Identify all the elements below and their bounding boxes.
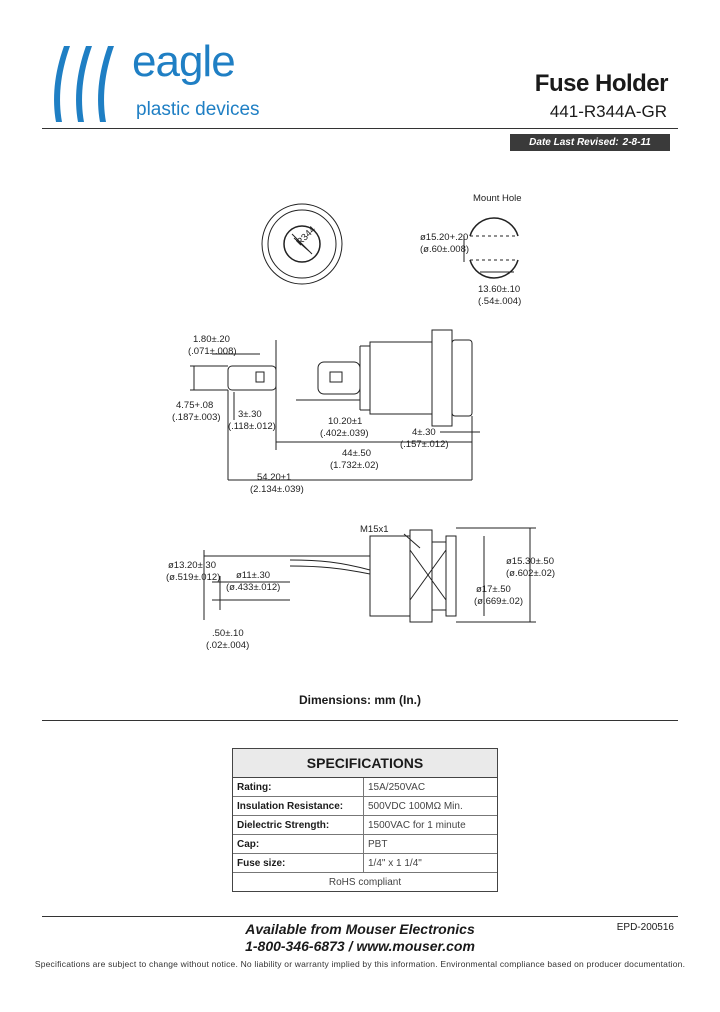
dim-3-mm: 3±.30 xyxy=(238,409,262,420)
spec-label: Insulation Resistance: xyxy=(233,797,364,815)
spec-row: Cap: PBT xyxy=(233,835,497,854)
spec-value: PBT xyxy=(368,838,388,850)
holder-section-view xyxy=(203,527,536,623)
specifications-table: SPECIFICATIONS Rating: 15A/250VAC Insula… xyxy=(232,748,498,892)
dim-8-in: (ø.519±.012) xyxy=(166,572,220,583)
dim-1-mm: 1.80±.20 xyxy=(193,334,230,345)
rohs-note: RoHS compliant xyxy=(328,876,402,888)
availability-text: Available from Mouser Electronics xyxy=(245,921,475,937)
dim-3-in: (.118±.012) xyxy=(228,421,276,432)
cap-top-view xyxy=(261,203,343,285)
brand-name: eagle xyxy=(132,37,236,86)
revision-date: 2-8-11 xyxy=(622,137,651,148)
dim-4-mm: 10.20±1 xyxy=(328,416,362,427)
dim-mount-dia-in: (ø.60±.008) xyxy=(420,244,469,255)
spec-value: 1500VAC for 1 minute xyxy=(368,819,466,831)
dim-10-in: (.02±.004) xyxy=(206,640,249,651)
mount-hole-title: Mount Hole xyxy=(473,193,522,204)
footer-divider xyxy=(42,916,678,917)
dim-10-mm: .50±.10 xyxy=(212,628,244,639)
dim-1-in: (.071±.008) xyxy=(188,346,237,357)
spec-value: 15A/250VAC xyxy=(368,781,426,793)
spec-label: Rating: xyxy=(233,778,364,796)
dim-7-mm: 54.20±1 xyxy=(257,472,291,483)
dim-11-in: (ø.602±.02) xyxy=(506,568,555,579)
dim-2-mm: 4.75+.08 xyxy=(176,400,213,411)
technical-drawing: R344 Mount Hole ø15.20+.20 (ø.60±.008) 1… xyxy=(166,193,555,651)
dim-6-in: (1.732±.02) xyxy=(330,460,379,471)
part-number: 441-R344A-GR xyxy=(549,102,667,121)
document-title: Fuse Holder xyxy=(534,70,669,97)
spec-row: Rating: 15A/250VAC xyxy=(233,778,497,797)
dim-11-mm: ø15.30±.50 xyxy=(506,556,554,567)
spec-label: Fuse size: xyxy=(233,854,364,872)
spec-row: Dielectric Strength: 1500VAC for 1 minut… xyxy=(233,816,497,835)
spec-value: 500VDC 100MΩ Min. xyxy=(368,800,463,812)
dim-2-in: (.187±.003) xyxy=(172,412,221,423)
dim-mount-flat-in: (.54±.004) xyxy=(478,296,521,307)
spec-value: 1/4" x 1 1/4" xyxy=(368,857,422,869)
revision-label: Date Last Revised: xyxy=(529,137,619,148)
logo-icon xyxy=(54,46,114,122)
spec-row: Fuse size: 1/4" x 1 1/4" xyxy=(233,854,497,873)
mount-hole-view xyxy=(463,217,519,279)
dim-8-mm: ø13.20±.30 xyxy=(168,560,216,571)
brand-subtitle: plastic devices xyxy=(136,99,260,120)
spec-label: Cap: xyxy=(233,835,364,853)
dim-6-mm: 44±.50 xyxy=(342,448,371,459)
spec-row: Insulation Resistance: 500VDC 100MΩ Min. xyxy=(233,797,497,816)
spec-label: Dielectric Strength: xyxy=(233,816,364,834)
contact-text: 1-800-346-6873 / www.mouser.com xyxy=(245,938,475,954)
dim-mount-dia-mm: ø15.20+.20 xyxy=(420,232,468,243)
dim-mount-flat-mm: 13.60±.10 xyxy=(478,284,520,295)
disclaimer-text: Specifications are subject to change wit… xyxy=(34,959,686,969)
section-divider xyxy=(42,720,678,721)
revision-banner: Date Last Revised: 2-8-11 xyxy=(510,134,670,151)
dim-5-mm: 4±.30 xyxy=(412,427,436,438)
thread-label: M15x1 xyxy=(360,524,389,535)
cap-label: R344 xyxy=(294,224,318,248)
dim-7-in: (2.134±.039) xyxy=(250,484,304,495)
dim-12-mm: ø17±.50 xyxy=(476,584,511,595)
dim-9-in: (ø.433±.012) xyxy=(226,582,280,593)
holder-side-view xyxy=(190,329,480,481)
specifications-title: SPECIFICATIONS xyxy=(233,749,497,778)
epd-number: EPD-200516 xyxy=(616,922,674,933)
header-divider xyxy=(42,128,678,129)
dim-4-in: (.402±.039) xyxy=(320,428,369,439)
dim-9-mm: ø11±.30 xyxy=(236,570,270,581)
dim-5-in: (.157±.012) xyxy=(400,439,449,450)
dimensions-caption: Dimensions: mm (In.) xyxy=(298,693,421,707)
dim-12-in: (ø.669±.02) xyxy=(474,596,523,607)
